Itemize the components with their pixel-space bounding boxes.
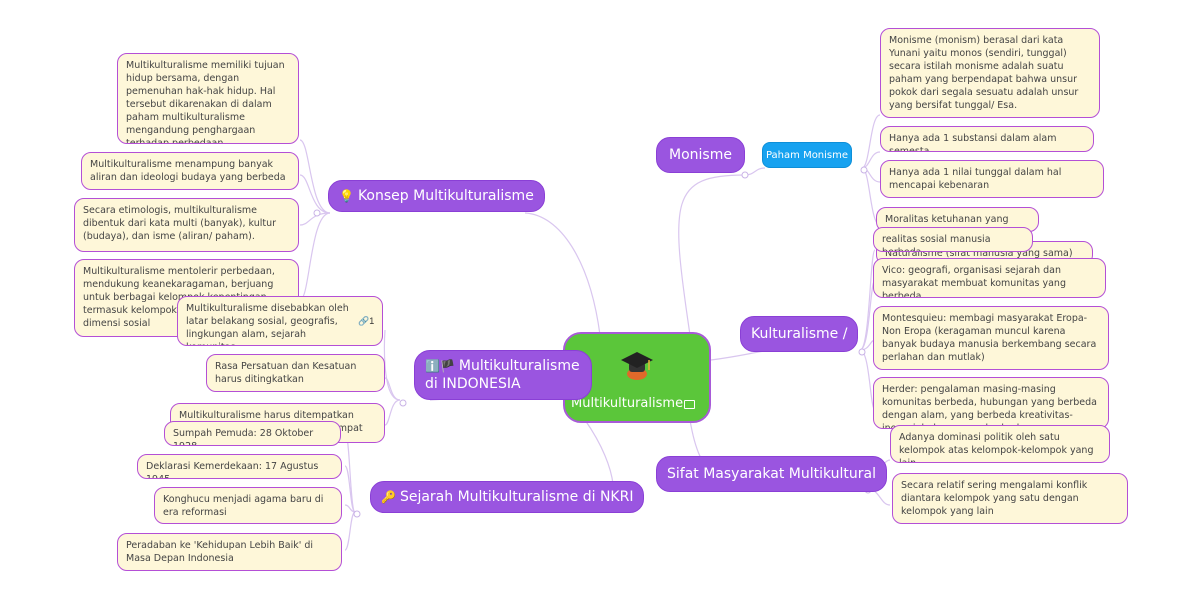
- paham-monisme-subtopic[interactable]: Paham Monisme: [762, 142, 852, 168]
- note-monisme-1[interactable]: Monisme (monism) berasal dari kata Yunan…: [880, 28, 1100, 118]
- note-konsep-1[interactable]: Multikulturalisme memiliki tujuan hidup …: [117, 53, 299, 144]
- note-konsep-3[interactable]: Secara etimologis, multikulturalisme dib…: [74, 198, 299, 252]
- note-indonesia-2[interactable]: Rasa Persatuan dan Kesatuan harus diting…: [206, 354, 385, 392]
- topic-sejarah[interactable]: 🔑Sejarah Multikulturalisme di NKRI: [370, 481, 645, 513]
- note-indicator-icon: [684, 400, 695, 409]
- note-sejarah-2[interactable]: Deklarasi Kemerdekaan: 17 Agustus 1945: [137, 454, 342, 479]
- note-indonesia-1[interactable]: Multikulturalisme disebabkan oleh latar …: [177, 296, 383, 346]
- central-topic-label: Multikulturalisme: [571, 396, 684, 411]
- note-konsep-2[interactable]: Multikulturalisme menampung banyak alira…: [81, 152, 299, 190]
- topic-indonesia[interactable]: ℹ️🏴Multikulturalisme di INDONESIA: [414, 350, 592, 400]
- note-monisme-3[interactable]: Hanya ada 1 nilai tunggal dalam hal menc…: [880, 160, 1104, 198]
- topic-kulturalisme[interactable]: Kulturalisme /: [740, 316, 859, 352]
- note-sifat-2[interactable]: Secara relatif sering mengalami konflik …: [892, 473, 1128, 524]
- topic-monisme[interactable]: Monisme: [656, 137, 745, 173]
- note-kulturalisme-3[interactable]: Vico: geografi, organisasi sejarah dan m…: [873, 258, 1106, 298]
- note-kulturalisme-1[interactable]: realitas sosial manusia berbeda: [873, 227, 1033, 252]
- note-kulturalisme-4[interactable]: Montesquieu: membagi masyarakat Eropa-No…: [873, 306, 1109, 370]
- note-sifat-1[interactable]: Adanya dominasi politik oleh satu kelomp…: [890, 425, 1110, 463]
- note-sejarah-3[interactable]: Konghucu menjadi agama baru di era refor…: [154, 487, 342, 524]
- note-kulturalisme-5[interactable]: Herder: pengalaman masing-masing komunit…: [873, 377, 1109, 429]
- topic-konsep[interactable]: 💡Konsep Multikulturalisme: [328, 180, 545, 212]
- note-sejarah-1[interactable]: Sumpah Pemuda: 28 Oktober 1928: [164, 421, 341, 446]
- lightbulb-icon: 💡: [339, 189, 354, 203]
- link-icon[interactable]: 🔗1: [358, 316, 375, 326]
- note-monisme-2[interactable]: Hanya ada 1 substansi dalam alam semesta: [880, 126, 1094, 152]
- info-flag-icon: ℹ️🏴: [425, 359, 455, 373]
- topic-sifat[interactable]: Sifat Masyarakat Multikultural: [656, 456, 888, 492]
- note-sejarah-4[interactable]: Peradaban ke 'Kehidupan Lebih Baik' di M…: [117, 533, 342, 571]
- key-icon: 🔑: [381, 490, 396, 504]
- graduation-cap-icon: [621, 352, 653, 380]
